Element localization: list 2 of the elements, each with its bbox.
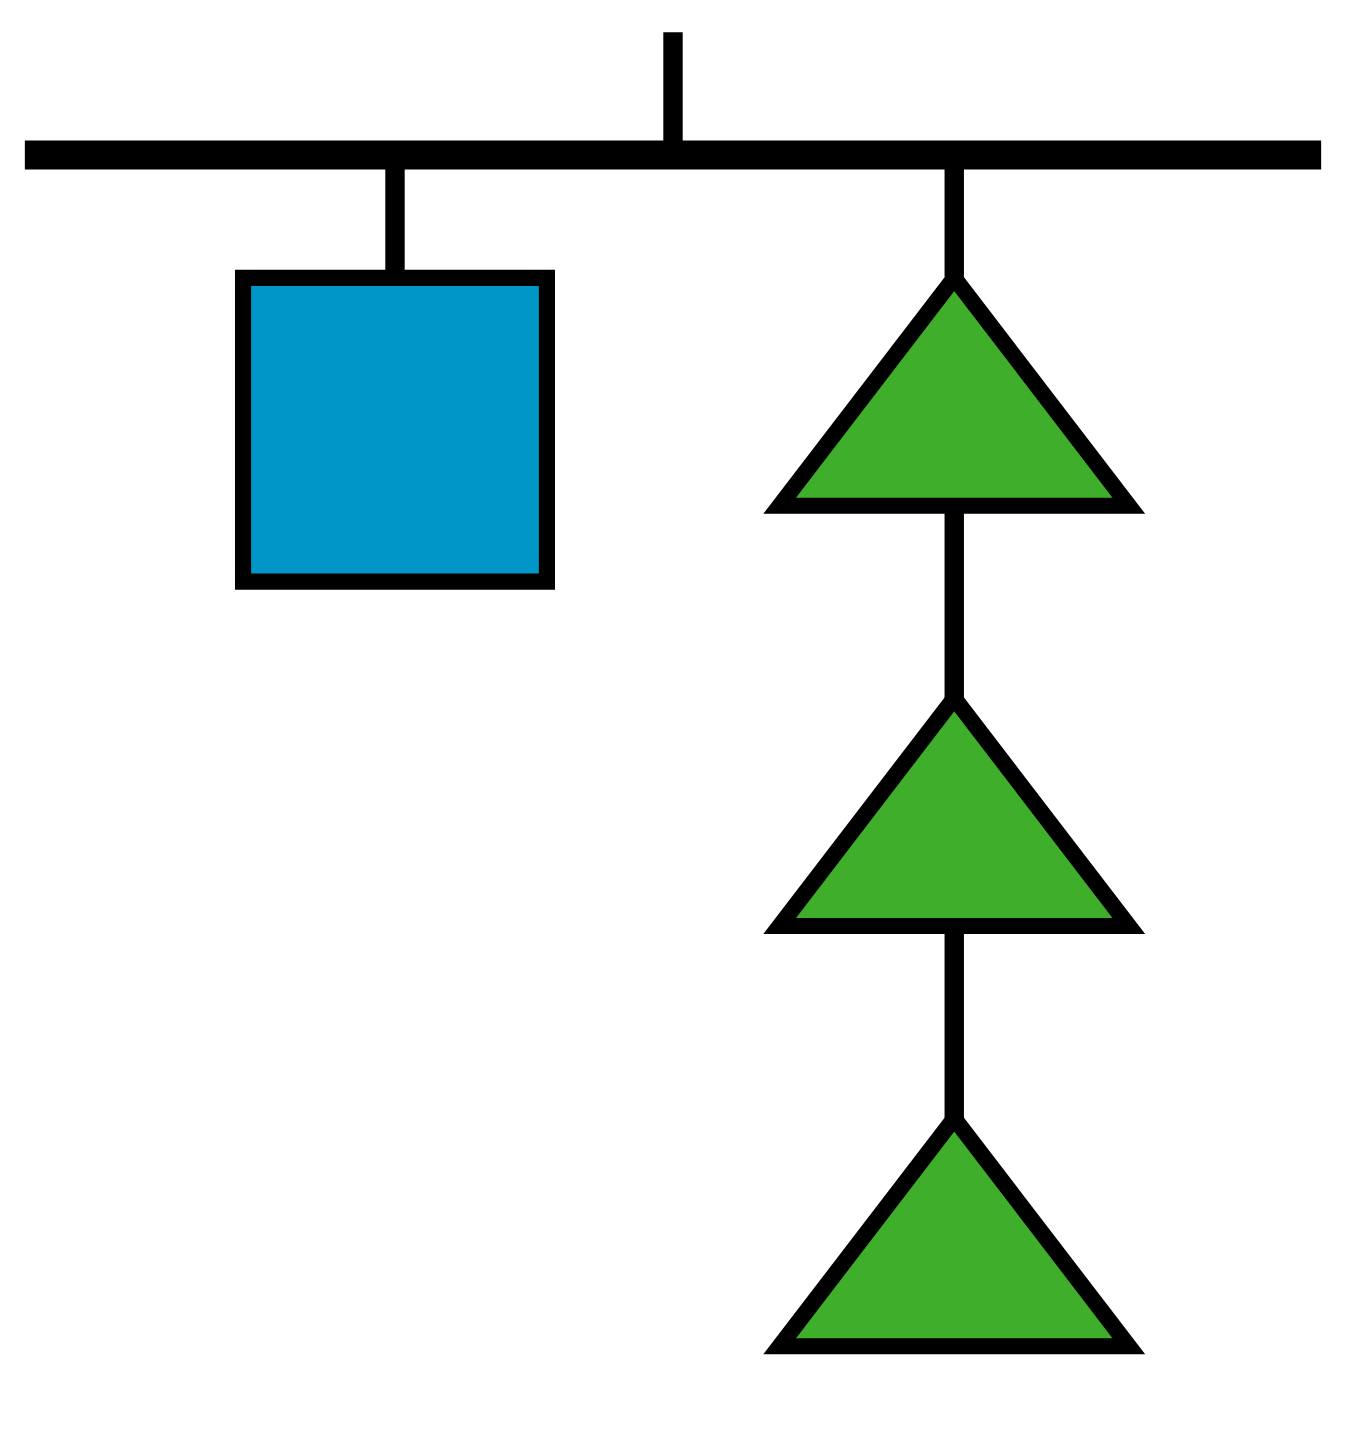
node-bar xyxy=(24,140,1322,170)
node-box xyxy=(234,269,555,590)
